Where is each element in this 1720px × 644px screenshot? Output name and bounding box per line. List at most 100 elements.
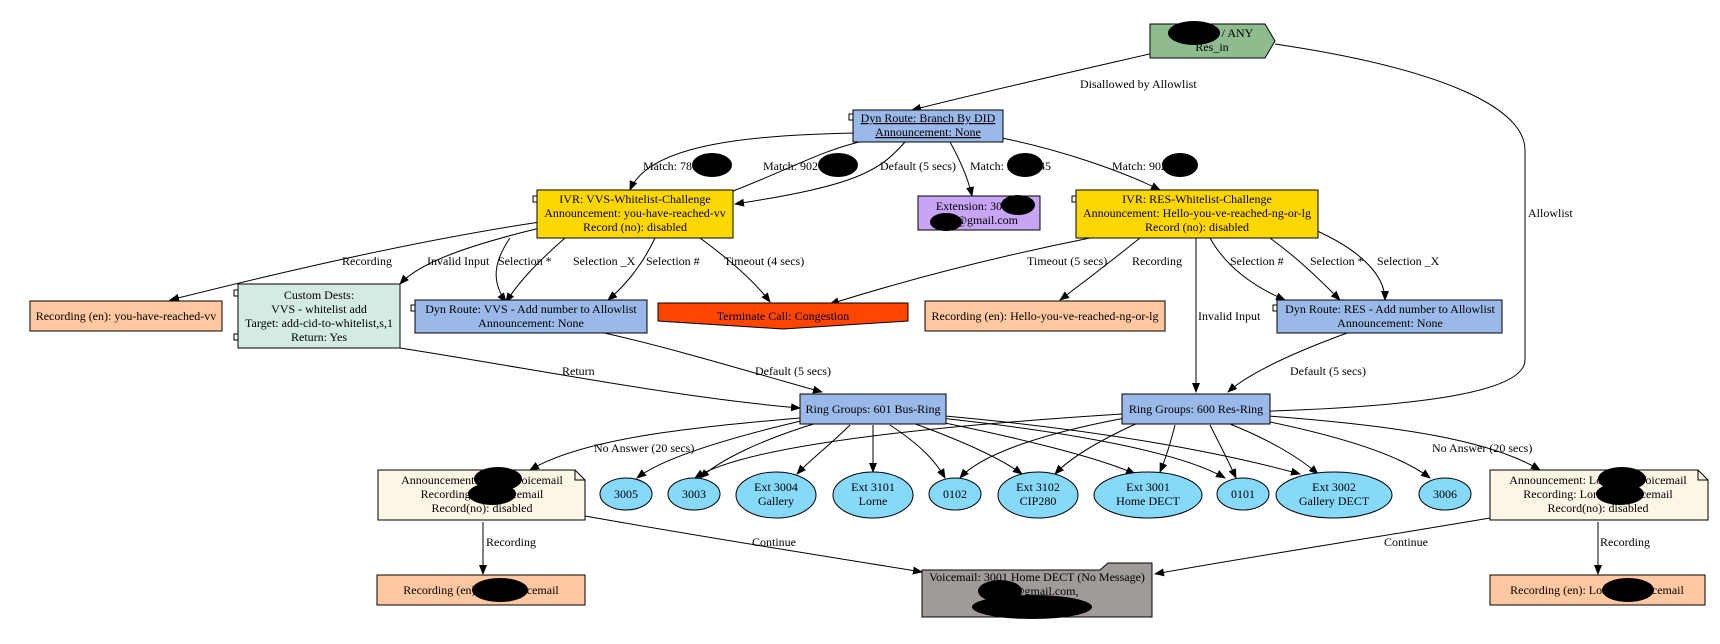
dynroute-res-add-line-1: Dyn Route: RES - Add number to Allowlist [1285,302,1495,316]
edge-vvs-default [599,331,823,394]
edge-601-3005 [636,419,806,479]
member-3005-shape [599,477,653,511]
edge-vvs-invalid [399,227,541,285]
edge-600-3006 [1259,419,1431,479]
edge-disallowed [911,51,1159,112]
member-0102-node[interactable]: 0102 [928,477,982,511]
label-allowlist: Allowlist [1528,206,1573,220]
edge-601-3004 [796,424,851,475]
edge-match-78 [629,132,857,191]
label-vvs-timeout: Timeout (4 secs) [724,254,804,268]
nodes: (902 58 / ANY Res_in Dyn Route: Branch B… [29,23,1709,618]
member-3002-line-1: Ext 3002 [1312,480,1356,494]
member-3003-shape [667,477,721,511]
label-vvs-hash: Selection # [646,254,700,268]
dynroute-vvs-add-line-2: Announcement: None [478,316,584,330]
member-3004-node[interactable]: Ext 3004 Gallery [735,471,817,519]
edge-allowlist [1237,43,1526,416]
edge-vvs-hash [607,237,656,301]
ivr-res-line-1: IVR: RES-Whitelist-Challenge [1122,192,1272,206]
edge-vvs-x [505,237,566,303]
redaction-blob [1602,578,1654,602]
ringgroup-600-node[interactable]: Ring Groups: 600 Res-Ring [1121,393,1271,425]
announcement-right-fold [1697,470,1708,481]
edge-res-x [1314,229,1389,301]
terminate-label: Terminate Call: Congestion [717,309,849,323]
member-3101-node[interactable]: Ext 3101 Lorne [832,471,914,519]
label-res-default: Default (5 secs) [1290,364,1366,378]
custom-dest-tab-1 [233,289,239,297]
member-3102-line-1: Ext 3102 [1016,480,1060,494]
member-0101-label: 0101 [1231,487,1255,501]
ivr-vvs-tab [532,195,538,203]
redaction-blob [1168,21,1220,45]
member-3003-node[interactable]: 3003 [667,477,721,511]
member-0101-node[interactable]: 0101 [1216,477,1270,511]
ringgroup-600-label: Ring Groups: 600 Res-Ring [1129,402,1263,416]
ivr-vvs-node[interactable]: IVR: VVS-Whitelist-Challenge Announcemen… [532,189,734,239]
ivr-res-shape [1075,189,1319,239]
custom-dest-tab-2 [233,333,239,341]
member-3002-shape [1275,471,1393,519]
custom-dest-shape [237,283,401,349]
member-3001-node[interactable]: Ext 3001 Home DECT [1093,471,1203,519]
member-3005-label: 3005 [614,487,638,501]
dynroute-branch-line-2: Announcement: None [875,125,981,139]
recording-right-node[interactable]: Recording (en): Lorne Voicemail [1489,574,1706,606]
label-annright-recording: Recording [1600,535,1650,549]
label-res-timeout: Timeout (5 secs) [1027,254,1107,268]
member-0102-shape [928,477,982,511]
label-annleft-recording: Recording [486,535,536,549]
edge-601-3102 [909,421,1023,475]
member-3101-line-1: Ext 3101 [851,480,895,494]
ringgroup-601-shape [799,393,947,425]
edge-601-0102 [889,424,946,479]
member-3006-node[interactable]: 3006 [1418,477,1472,511]
dynroute-vvs-add-tab [410,304,416,312]
member-3005-node[interactable]: 3005 [599,477,653,511]
redactions [468,21,1654,619]
custom-dest-node[interactable]: Custom Dests: VVS - whitelist add Target… [233,283,401,349]
edge-600-3001 [1159,424,1176,473]
member-3102-node[interactable]: Ext 3102 CIP280 [997,471,1079,519]
label-annleft-continue: Continue [752,535,796,549]
ivr-vvs-line-1: IVR: VVS-Whitelist-Challenge [559,192,710,206]
member-3101-shape [832,471,914,519]
redaction-blob [1007,153,1043,177]
edge-vvs-timeout [699,237,771,303]
member-3001-shape [1093,471,1203,519]
label-601-noanswer: No Answer (20 secs) [594,441,694,455]
member-0102-label: 0102 [943,487,967,501]
edge-default-5 [734,141,906,207]
member-3102-line-2: CIP280 [1020,494,1057,508]
edge-res-recording [1059,237,1141,301]
edge-res-star [1269,237,1341,301]
ringgroup-601-node[interactable]: Ring Groups: 601 Bus-Ring [799,393,947,425]
dynroute-res-add-node[interactable]: Dyn Route: RES - Add number to Allowlist… [1272,299,1503,334]
dynroute-vvs-add-node[interactable]: Dyn Route: VVS - Add number to Allowlist… [410,299,648,334]
member-3101-line-2: Lorne [859,494,888,508]
label-res-x: Selection _X [1377,254,1440,268]
member-3003-label: 3003 [682,487,706,501]
member-3004-line-1: Ext 3004 [754,480,798,494]
edge-res-hash [1209,237,1286,301]
dynroute-branch-shape [852,109,1004,143]
custom-dest-line-3: Target: add-cid-to-whitelist,s,1 [245,316,393,330]
label-default-5: Default (5 secs) [880,159,956,173]
edge-600-noanswer [1267,415,1541,471]
terminate-shape [657,302,909,330]
member-3002-node[interactable]: Ext 3002 Gallery DECT [1275,471,1393,519]
recording-hello-node[interactable]: Recording (en): Hello-you-ve-reached-ng-… [924,300,1166,332]
edge-annright-continue [1154,517,1491,577]
edges [169,43,1602,577]
ivr-res-node[interactable]: IVR: RES-Whitelist-Challenge Announcemen… [1071,189,1319,239]
recording-vv-node[interactable]: Recording (en): you-have-reached-vv [29,300,223,332]
member-0101-shape [1216,477,1270,511]
label-vvs-recording: Recording [342,254,392,268]
dynroute-res-add-tab [1272,304,1278,312]
terminate-node[interactable]: Terminate Call: Congestion [657,302,909,330]
ivr-vvs-line-2: Announcement: you-have-reached-vv [544,206,726,220]
member-3002-line-2: Gallery DECT [1299,494,1370,508]
dynroute-branch-node[interactable]: Dyn Route: Branch By DID Announcement: N… [848,109,1004,143]
